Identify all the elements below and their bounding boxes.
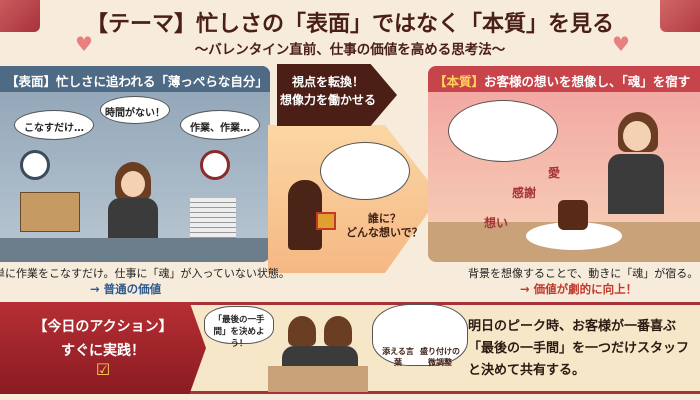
apron [608, 154, 664, 214]
checkbox-icon: ☑ [95, 360, 111, 379]
word-gratitude: 感謝 [512, 186, 537, 200]
plate-stack [190, 198, 236, 238]
customer-thought-bubble [320, 142, 410, 200]
idea-words: 添える言葉 [382, 347, 414, 367]
ribbon-decoration-right [660, 0, 700, 32]
thought-bubble: こなすだけ… [14, 110, 94, 140]
heart-icon: ♥ [75, 32, 93, 56]
gift-icon [316, 212, 336, 230]
action-title: 【今日のアクション】 [33, 319, 173, 335]
action-subtitle: すぐに実践！ [61, 343, 145, 359]
page-title: 【テーマ】忙しさの「表面」ではなく「本質」を見る [85, 12, 614, 37]
customer-thought-bubble [448, 100, 558, 162]
idea-plating: 盛り付けの微調整 [420, 347, 460, 367]
speech-bubble: 「最後の一手間」を決めよう！ [204, 306, 274, 349]
stressed-face [120, 170, 146, 198]
heart-icon: ♥ [612, 32, 630, 56]
essence-tag: 【本質】 [434, 74, 485, 89]
essence-panel: 【本質】お客様の想いを想像し、「魂」を宿す 愛 感謝 想い [428, 66, 700, 262]
smiling-face [622, 120, 652, 152]
essence-heading-text: お客様の想いを想像し、「魂」を宿す [484, 74, 691, 89]
surface-result: → 普通の価値 [90, 282, 162, 296]
perspective-shift-arrow: 視点を転換！ 想像力を働かせる [277, 64, 397, 126]
idea-bubble [372, 304, 468, 366]
action-description: 明日のピーク時、お客様が一番喜ぶ「最後の一手間」を一つだけスタッフと決めて共有す… [468, 319, 690, 378]
chocolate-cake [558, 200, 588, 230]
arrow-text: 視点を転換！ [291, 75, 364, 89]
essence-result: → 価値が劇的に向上！ [520, 282, 638, 296]
ribbon-decoration-left [0, 0, 40, 32]
counter [268, 366, 368, 392]
page-subtitle: 〜バレンタイン直前、仕事の価値を高める思考法〜 [194, 42, 506, 58]
counter [0, 238, 270, 262]
surface-panel: 【表面】忙しさに追われる「薄っぺらな自分」 こなすだけ… 時間がない！ 作業、作… [0, 66, 270, 262]
thought-bubble: 作業、作業… [180, 110, 260, 140]
clock-icon [20, 150, 50, 180]
action-heading-box: 【今日のアクション】 すぐに実践！ ☑ [0, 302, 206, 394]
essence-caption: 背景を想像することで、動きに「魂」が宿る。 [468, 267, 699, 280]
word-feelings: 想い [484, 216, 509, 230]
cardboard-box [20, 192, 80, 232]
clock-icon [200, 150, 230, 180]
surface-heading: 【表面】忙しさに追われる「薄っぺらな自分」 [0, 66, 270, 92]
surface-caption: 単に作業をこなすだけ。仕事に「魂」が入っていない状態。 [0, 267, 290, 280]
arrow-text: 想像力を働かせる [279, 93, 376, 107]
staff-member [288, 316, 316, 346]
staff-member [324, 316, 352, 346]
question-text: 誰に？ どんな想いで？ [346, 212, 423, 240]
question-how: どんな想いで？ [346, 226, 423, 239]
word-love: 愛 [548, 166, 561, 180]
apron [108, 198, 158, 238]
thought-bubble: 時間がない！ [100, 96, 170, 124]
question-who: 誰に？ [367, 212, 401, 225]
essence-heading: 【本質】お客様の想いを想像し、「魂」を宿す [428, 66, 700, 92]
